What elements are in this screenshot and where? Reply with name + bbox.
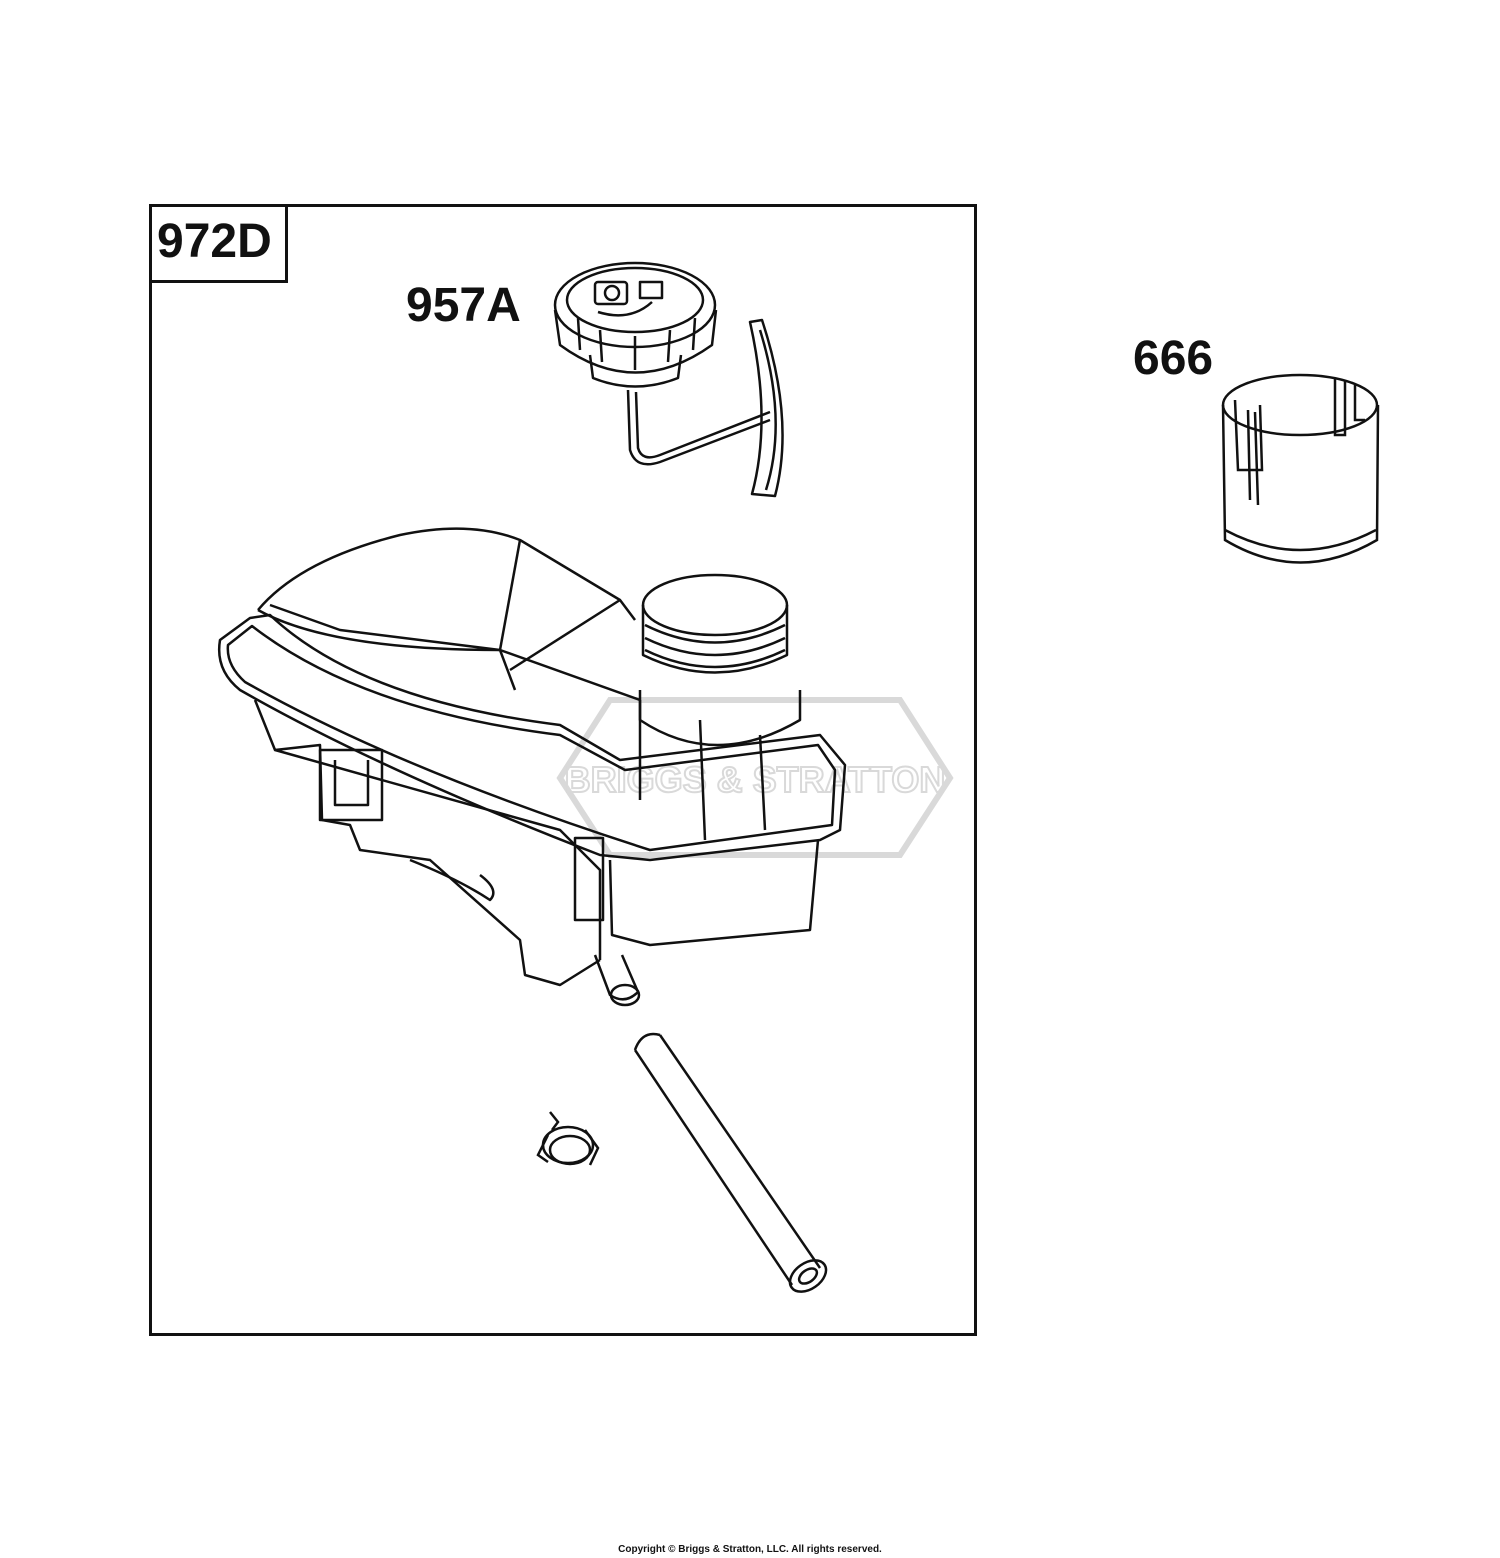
kit-label-box: [149, 204, 288, 283]
fuel-tank-drawing[interactable]: [217, 527, 847, 1007]
brand-watermark: BRIGGS & STRATTON: [556, 697, 954, 858]
kit-frame: [149, 204, 977, 1336]
sleeve-drawing[interactable]: [1221, 373, 1380, 564]
fuel-cap-drawing[interactable]: [553, 261, 784, 498]
hose-clamp-drawing[interactable]: [536, 1111, 600, 1166]
kit-part-number[interactable]: 972D: [157, 215, 272, 268]
copyright-notice: Copyright © Briggs & Stratton, LLC. All …: [618, 1544, 882, 1555]
fuel-line-drawing[interactable]: [633, 1032, 832, 1298]
fuel-cap-part-number[interactable]: 957A: [406, 279, 521, 332]
sleeve-part-number[interactable]: 666: [1133, 332, 1214, 385]
watermark-text: BRIGGS & STRATTON: [565, 759, 946, 800]
